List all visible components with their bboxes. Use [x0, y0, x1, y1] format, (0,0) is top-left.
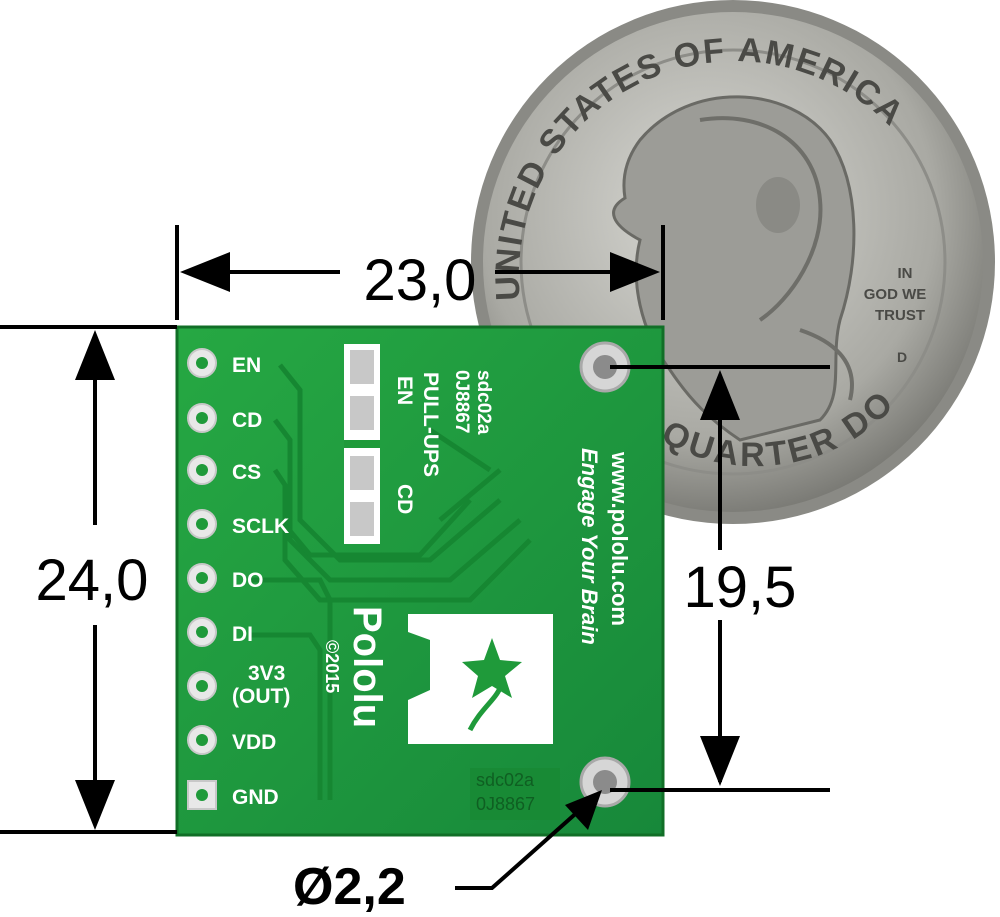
- pin-label-sclk: SCLK: [232, 515, 289, 538]
- pin-label-en: EN: [232, 354, 261, 377]
- dimension-width: 23,0: [175, 225, 665, 320]
- pin-label-out: (OUT): [232, 685, 290, 708]
- hole-diameter-label: Ø2,2: [293, 858, 406, 912]
- pin-label-vdd: VDD: [232, 731, 276, 754]
- arrow-left-icon: [180, 252, 230, 292]
- label-area: [470, 768, 560, 820]
- mounting-hole-top: [579, 341, 631, 393]
- pcb-board: EN CD CS SCLK DO DI 3V3 (OUT) VDD GND PU…: [175, 325, 665, 837]
- copyright-text: ©2015: [322, 640, 342, 693]
- dimension-height: 24,0: [0, 325, 177, 834]
- arrow-up-icon: [75, 330, 115, 380]
- star-icon: [462, 638, 522, 698]
- pin-label-do: DO: [232, 569, 264, 592]
- label-part-number: sdc02a: [476, 770, 535, 790]
- brand-name: Pololu: [345, 606, 389, 728]
- pin-label-cd: CD: [232, 409, 262, 432]
- width-label: 23,0: [364, 248, 477, 313]
- pin-label-gnd: GND: [232, 786, 279, 809]
- pin-label-3v3: 3V3: [248, 662, 285, 685]
- pin-label-cs: CS: [232, 461, 261, 484]
- arrow-up-icon: [700, 370, 740, 420]
- coin-motto-2: GOD WE: [864, 286, 927, 303]
- pin-label-di: DI: [232, 623, 253, 646]
- label-serial: 0J8867: [476, 794, 535, 814]
- pin-header: [187, 348, 217, 810]
- coin-mint-mark: D: [897, 349, 907, 365]
- pullups-title: PULL-UPS: [419, 372, 442, 477]
- dimension-hole-diameter: Ø2,2: [293, 790, 602, 916]
- website-text: www.pololu.com: [607, 451, 632, 626]
- pololu-logo: [408, 614, 553, 744]
- pullup-cd-label: CD: [393, 484, 416, 514]
- arrow-diagonal-icon: [565, 790, 602, 830]
- coin-portrait: [612, 95, 856, 442]
- dimension-hole-spacing: 19,5: [610, 365, 830, 792]
- arrow-down-icon: [700, 736, 740, 786]
- pullup-en-label: EN: [393, 376, 416, 405]
- arrow-right-icon: [610, 252, 660, 292]
- part-number: sdc02a: [473, 370, 494, 435]
- pin-labels: EN CD CS SCLK DO DI 3V3 (OUT) VDD GND: [232, 354, 290, 809]
- coin-inner-ring: [519, 48, 947, 476]
- serial-number: 0J8867: [451, 370, 472, 433]
- arrow-down-icon: [75, 780, 115, 830]
- coin-motto-1: IN: [898, 265, 913, 282]
- hole-spacing-label: 19,5: [684, 555, 797, 620]
- coin-motto-3: TRUST: [875, 307, 925, 324]
- height-label: 24,0: [36, 548, 149, 613]
- tagline-text: Engage Your Brain: [577, 448, 602, 645]
- pullup-jumpers: [344, 344, 380, 544]
- pcb-traces: [250, 363, 532, 800]
